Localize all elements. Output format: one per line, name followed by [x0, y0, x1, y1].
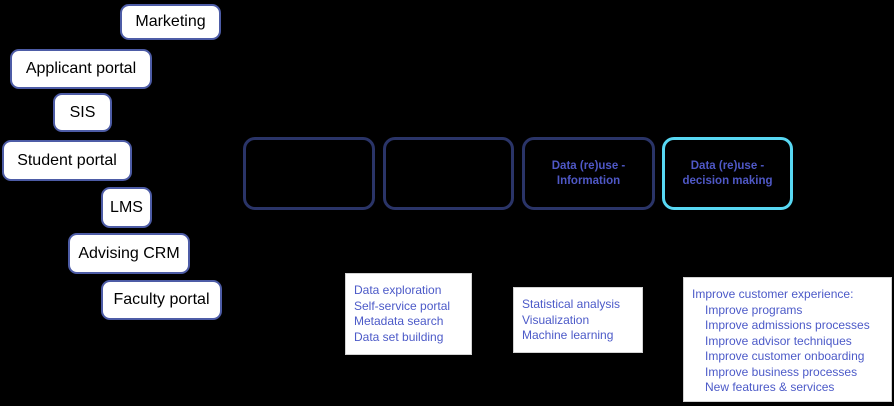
panel-line: Improve programs [705, 302, 803, 317]
panel-line: Improve advisor techniques [705, 333, 852, 348]
panel-line: Self-service portal [354, 298, 451, 313]
source-label: Advising CRM [78, 244, 180, 262]
source-label: Faculty portal [113, 291, 210, 308]
stage-label-line2: Information [556, 174, 621, 187]
source-box-faculty-portal: Faculty portal [101, 280, 222, 320]
source-box-student-portal: Student portal [2, 140, 132, 181]
source-label: Student portal [17, 151, 117, 169]
stage-box-1 [243, 137, 375, 210]
source-box-lms: LMS [101, 187, 152, 228]
panel-line: New features & services [705, 380, 835, 394]
panel-line: Improve customer onboarding [705, 349, 865, 363]
panel-data-exploration: Data exploration Self-service portal Met… [345, 273, 472, 355]
panel-line: Improve admissions processes [705, 318, 870, 332]
source-label: SIS [69, 103, 96, 121]
source-label: LMS [110, 198, 143, 216]
stage-label-line1: Data (re)use - [690, 159, 765, 172]
stage-box-data-reuse-decision-making: Data (re)use - decision making [662, 137, 793, 210]
source-box-applicant-portal: Applicant portal [10, 49, 152, 89]
panel-line: Data exploration [354, 283, 442, 297]
source-box-sis: SIS [53, 93, 112, 132]
panel-line: Improve business processes [705, 364, 858, 379]
panel-line: Machine learning [522, 328, 614, 342]
panel-customer-experience: Improve customer experience: Improve pro… [683, 277, 892, 402]
panel-line: Metadata search [354, 314, 444, 328]
source-box-advising-crm: Advising CRM [68, 233, 190, 274]
source-label: Marketing [135, 13, 206, 30]
stage-label-line2: decision making [682, 174, 773, 187]
panel-analysis: Statistical analysis Visualization Machi… [513, 287, 643, 353]
stage-label-line1: Data (re)use - [551, 159, 626, 172]
stage-box-2 [383, 137, 514, 210]
panel-line: Data set building [354, 329, 444, 344]
panel-title: Improve customer experience: [692, 287, 854, 301]
source-box-marketing: Marketing [120, 4, 221, 40]
source-label: Applicant portal [25, 60, 137, 77]
panel-line: Visualization [522, 312, 590, 327]
stage-box-data-reuse-information: Data (re)use - Information [522, 137, 655, 210]
panel-line: Statistical analysis [522, 297, 621, 311]
